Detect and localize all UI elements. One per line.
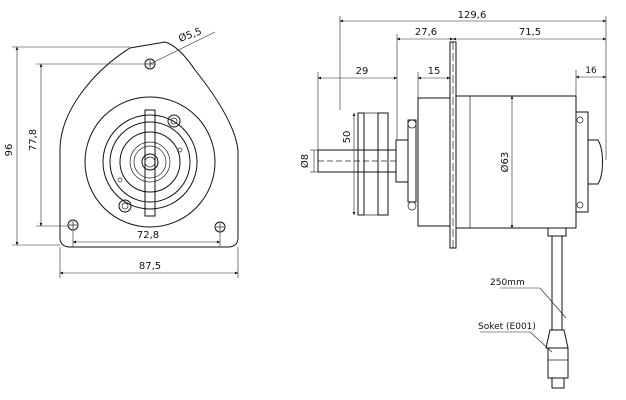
dim-length-overall: 129,6 bbox=[458, 10, 487, 21]
motor-mid-ring bbox=[102, 114, 198, 210]
motor-outer-ring bbox=[84, 96, 216, 228]
front-blade-bar bbox=[144, 109, 156, 217]
dim-body-length: 71,5 bbox=[519, 27, 541, 38]
side-view: 129,6 27,6 71,5 29 15 16 50 Ø8 Ø63 2 bbox=[299, 10, 607, 389]
shaft-circle bbox=[141, 153, 159, 171]
dim-width-holes: 72,8 bbox=[137, 230, 159, 241]
dim-height-holes: 77,8 bbox=[28, 129, 39, 151]
socket-connector bbox=[547, 347, 569, 379]
dim-shaft-diameter: Ø8 bbox=[299, 154, 311, 168]
motor-body bbox=[455, 95, 577, 229]
motor-inner-ring bbox=[109, 121, 191, 203]
dim-hub-width: 15 bbox=[428, 66, 441, 77]
front-view: Ø5,5 96 77,8 72,8 87,5 bbox=[4, 25, 239, 278]
screw-top-right bbox=[167, 114, 181, 128]
dim-shaft-length: 29 bbox=[356, 66, 369, 77]
front-flange-outline bbox=[59, 41, 239, 248]
dim-height-overall: 96 bbox=[4, 144, 15, 157]
dim-body-diameter: Ø63 bbox=[499, 152, 511, 173]
screw-bottom-left bbox=[118, 199, 132, 213]
dim-flange-offset: 27,6 bbox=[415, 27, 437, 38]
hub-plate bbox=[377, 112, 389, 216]
dim-hub-diameter: 50 bbox=[342, 131, 353, 144]
dim-hole-diameter: Ø5,5 bbox=[177, 25, 203, 44]
dim-width-overall: 87,5 bbox=[139, 261, 161, 272]
cable-gland bbox=[547, 227, 567, 237]
cable-length-label: 250mm bbox=[490, 278, 525, 288]
dim-rear-cap: 16 bbox=[585, 66, 597, 76]
rear-cap bbox=[575, 111, 589, 213]
front-end-cap bbox=[417, 97, 451, 227]
socket-label: Soket (E001) bbox=[478, 322, 536, 332]
